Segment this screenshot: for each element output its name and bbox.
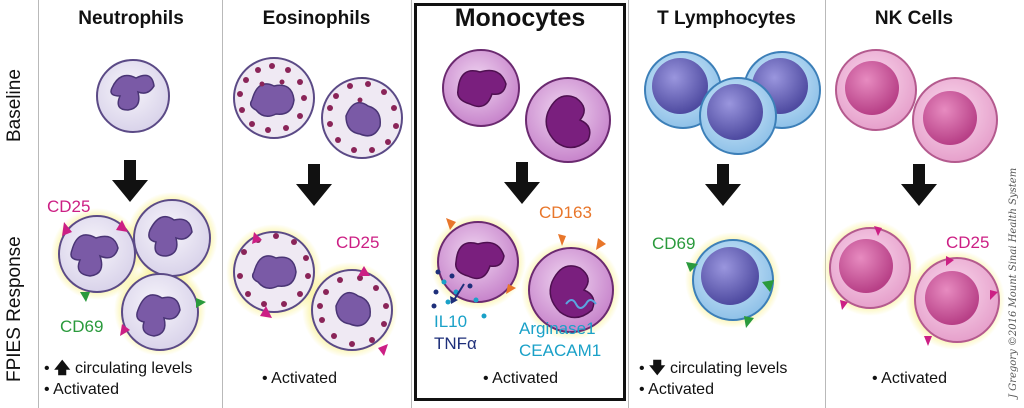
divider-3 <box>628 0 629 408</box>
neutrophil-baseline-cell <box>96 59 170 133</box>
eosinophil-baseline-cell-1 <box>233 57 315 139</box>
title-nk-cells: NK Cells <box>874 8 954 29</box>
label-neutrophil-cd69: CD69 <box>60 317 104 336</box>
note-t-lymphocytes: • 🡇 circulating levels • Activated <box>639 357 787 400</box>
neutrophil-response-cell-2 <box>133 199 211 277</box>
label-monocyte-ceacam1: CEACAM1 <box>519 341 602 360</box>
nk-cell-response-1 <box>829 227 911 309</box>
divider-1 <box>222 0 223 408</box>
eosinophil-cd25-receptors <box>252 232 388 356</box>
nk-cell-baseline-2 <box>912 77 998 163</box>
neutrophil-cd25-receptors <box>62 220 130 336</box>
label-monocyte-il10: IL10 <box>434 312 468 331</box>
title-monocytes: Monocytes <box>454 4 586 32</box>
t-cell-response <box>692 239 774 321</box>
copyright-credit: J Gregory ©2016 Mount Sinai Health Syste… <box>1008 167 1019 398</box>
arrow-down-t-lymphocytes <box>705 164 741 206</box>
monocyte-cd163-receptors <box>446 218 606 294</box>
divider-left <box>38 0 39 408</box>
monocyte-baseline-cell-1 <box>442 49 520 127</box>
note-monocytes: • Activated <box>483 370 558 387</box>
label-monocyte-cd163: CD163 <box>539 203 592 222</box>
t-cell-cd69-receptors <box>686 262 774 328</box>
monocyte-baseline-cell-2 <box>525 77 611 163</box>
neutrophil-response-cell-1 <box>58 215 136 293</box>
divider-4 <box>825 0 826 408</box>
note-text-activated: • Activated <box>44 381 119 398</box>
arrow-down-monocytes <box>504 162 540 204</box>
arrow-down-eosinophils <box>296 164 332 206</box>
label-t-cell-cd69: CD69 <box>652 234 696 253</box>
label-monocyte-arginase1: Arginase1 <box>519 319 596 338</box>
eosinophil-response-cell-1 <box>233 231 315 313</box>
eosinophil-response-cell-2 <box>311 269 393 351</box>
neutrophil-cd69-receptors <box>80 292 206 308</box>
note-nk-cells: • Activated <box>872 370 947 387</box>
bullet: • <box>44 360 55 377</box>
nk-cell-response-2 <box>914 257 1000 343</box>
monocyte-response-cell-1 <box>437 221 519 303</box>
note-text: circulating levels <box>665 360 788 377</box>
title-neutrophils: Neutrophils <box>78 8 184 29</box>
title-eosinophils: Eosinophils <box>262 8 371 29</box>
bullet: • <box>639 360 650 377</box>
arrow-down-nk-cells <box>901 164 937 206</box>
eosinophil-granules <box>237 63 399 153</box>
label-nk-cd25: CD25 <box>946 233 990 252</box>
down-arrow-icon: 🡇 <box>649 358 666 377</box>
cytokine-dots <box>431 269 487 319</box>
up-arrow-icon: 🡅 <box>54 358 71 377</box>
label-neutrophil-cd25: CD25 <box>47 197 91 216</box>
arrow-down-neutrophils <box>112 160 148 202</box>
label-eosinophil-cd25: CD25 <box>336 233 380 252</box>
label-monocyte-tnfa: TNFα <box>434 334 477 353</box>
note-eosinophils: • Activated <box>262 370 337 387</box>
divider-2 <box>411 0 412 408</box>
nk-cell-baseline-1 <box>835 49 917 131</box>
eosinophil-baseline-cell-2 <box>321 77 403 159</box>
note-neutrophils: • 🡅 circulating levels • Activated <box>44 357 192 400</box>
nk-cd25-receptors <box>840 226 998 346</box>
note-text-activated: • Activated <box>639 381 714 398</box>
monocytes-highlight-box <box>414 3 626 401</box>
neutrophil-response-cell-3 <box>121 273 199 351</box>
t-cell-baseline-3 <box>699 77 777 155</box>
title-t-lymphocytes: T Lymphocytes <box>657 8 796 29</box>
note-text: circulating levels <box>70 360 193 377</box>
monocyte-response-cell-2 <box>528 247 614 333</box>
